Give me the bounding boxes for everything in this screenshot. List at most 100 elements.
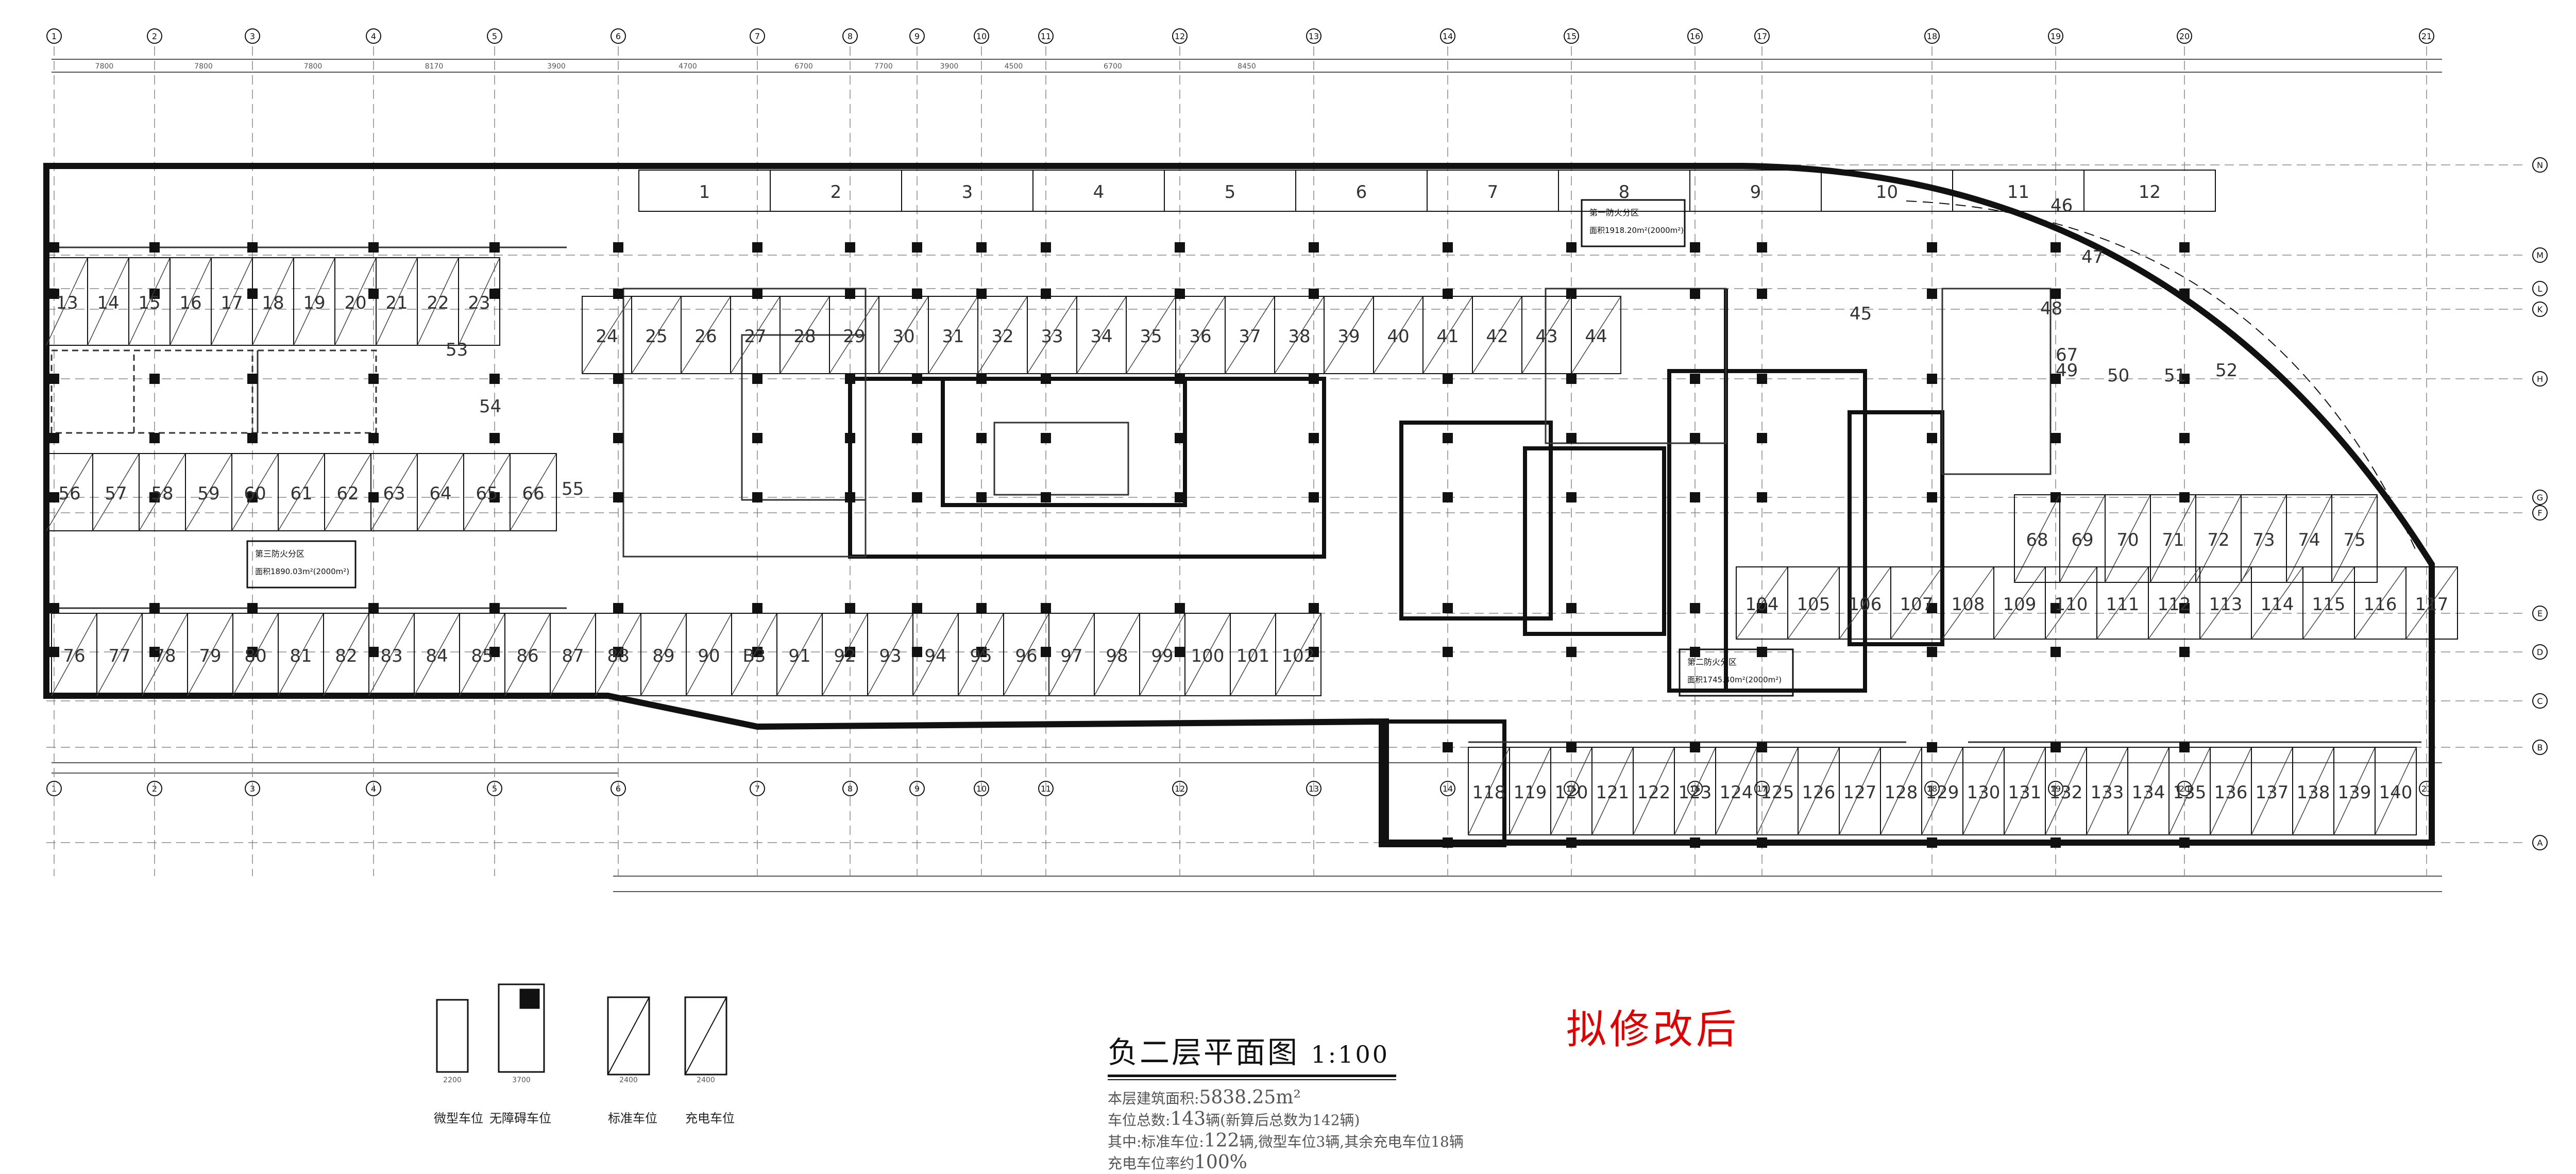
parking-stall-number: 50 <box>2107 365 2129 386</box>
legend-dimension: 2400 <box>619 1076 638 1084</box>
column <box>2179 374 2190 384</box>
parking-stall-number: 52 <box>2215 360 2238 381</box>
parking-stall-diagonal <box>550 613 596 696</box>
column <box>149 433 160 443</box>
parking-stall-number: 134 <box>2132 782 2165 803</box>
parking-stall-diagonal <box>46 257 88 346</box>
parking-stall-diagonal <box>779 296 830 374</box>
parking-stall-number: 47 <box>2081 247 2104 267</box>
parking-stall-diagonal <box>2292 747 2334 835</box>
column <box>2050 374 2061 384</box>
parking-stall-number: 87 <box>562 646 584 666</box>
parking-stall-number: 123 <box>1679 782 1712 803</box>
column <box>1757 433 1767 443</box>
parking-stall-number: 60 <box>244 483 266 504</box>
column <box>1757 374 1767 384</box>
parking-stall-number: 91 <box>788 646 810 666</box>
parking-stall-diagonal <box>139 453 186 531</box>
parking-stall-diagonal <box>686 613 732 696</box>
legend-dimension: 3700 <box>512 1076 531 1084</box>
axis-bubble-top <box>909 28 925 44</box>
axis-bubble-top <box>842 28 858 44</box>
parking-stall-diagonal <box>1076 296 1127 374</box>
parking-stall-number: 118 <box>1472 782 1506 803</box>
parking-stall-number: 54 <box>479 396 501 417</box>
parking-stall-number: 109 <box>2003 594 2037 615</box>
parking-stall-diagonal <box>417 453 464 531</box>
stat-total-label: 车位总数: <box>1108 1112 1171 1129</box>
column <box>149 492 160 502</box>
column <box>912 433 922 443</box>
column <box>1566 374 1577 384</box>
parking-stall-number: 121 <box>1596 782 1630 803</box>
column <box>489 433 500 443</box>
axis-label-top: 13 <box>1309 31 1319 41</box>
column <box>1175 647 1185 657</box>
parking-stall-number: 130 <box>1967 782 2001 803</box>
column <box>2179 647 2190 657</box>
column <box>613 242 623 253</box>
stat-breakdown-value: 122 <box>1204 1130 1240 1151</box>
parking-stall-number: 57 <box>105 483 127 504</box>
column <box>752 492 762 502</box>
legend-standard-label: 标准车位 <box>608 1111 657 1126</box>
column <box>368 492 379 502</box>
parking-stall-diagonal <box>323 613 369 696</box>
column <box>1309 647 1319 657</box>
column <box>1041 433 1051 443</box>
axis-label-top: 10 <box>976 31 987 41</box>
parking-stall-number: 120 <box>1555 782 1588 803</box>
axis-bubble-bottom <box>46 781 62 796</box>
structural-columns <box>49 242 2190 848</box>
column <box>1443 603 1453 613</box>
parking-stall-number: 74 <box>2298 530 2320 550</box>
parking-stall-diagonal <box>640 613 687 696</box>
dimension-label: 4700 <box>679 62 697 71</box>
stat-breakdown-label: 其中:标准车位: <box>1108 1133 1204 1150</box>
parking-stall-number: B3 <box>743 646 766 666</box>
column <box>1041 242 1051 253</box>
parking-stall-diagonal <box>1521 296 1572 374</box>
revision-note: 拟修改后 <box>1566 1007 1740 1053</box>
column <box>149 242 160 253</box>
parking-stall-diagonal <box>2333 747 2376 835</box>
title-underline-thin <box>1108 1079 1396 1080</box>
column <box>368 647 379 657</box>
column <box>1927 374 1937 384</box>
parking-stall-number: 129 <box>1926 782 1959 803</box>
parking-stall-diagonal <box>2241 494 2287 583</box>
parking-stall-diagonal <box>2375 747 2417 835</box>
parking-stall-number: 17 <box>221 293 243 313</box>
axis-bubble-top <box>147 28 162 44</box>
axis-bubble-right <box>2532 835 2548 850</box>
parking-stall-number: 132 <box>2049 782 2083 803</box>
axis-label-top: 20 <box>2179 31 2190 41</box>
column <box>1690 837 1700 848</box>
stat-area-value: 5838.25m² <box>1199 1087 1301 1108</box>
column <box>2179 433 2190 443</box>
parking-stall-diagonal <box>2045 747 2087 835</box>
parking-stall-diagonal <box>414 613 460 696</box>
axis-bubbles-top: 1122334455667788991010111112121313141415… <box>46 28 2434 796</box>
parking-stall-diagonal <box>2004 747 2046 835</box>
parking-stall <box>458 257 500 346</box>
parking-stall-diagonal <box>232 613 279 696</box>
axis-label-right: H <box>2537 374 2543 384</box>
parking-stall-number: 51 <box>2164 365 2186 386</box>
axis-bubble-top <box>2177 28 2192 44</box>
axis-bubble-right <box>2532 644 2548 660</box>
dimension-label: 6700 <box>1104 62 1122 71</box>
parking-stall-number: 30 <box>892 326 914 347</box>
column <box>2050 837 2061 848</box>
column <box>1443 492 1453 502</box>
parking-stall-diagonal <box>1962 747 2005 835</box>
parking-stall-number: 117 <box>2415 594 2449 615</box>
column <box>1309 289 1319 299</box>
column <box>1175 492 1185 502</box>
axis-label-top: 9 <box>914 31 920 41</box>
column <box>49 647 59 657</box>
axis-bubble-bottom <box>1754 781 1770 796</box>
parking-stall-number: 34 <box>1090 326 1112 347</box>
column <box>613 289 623 299</box>
